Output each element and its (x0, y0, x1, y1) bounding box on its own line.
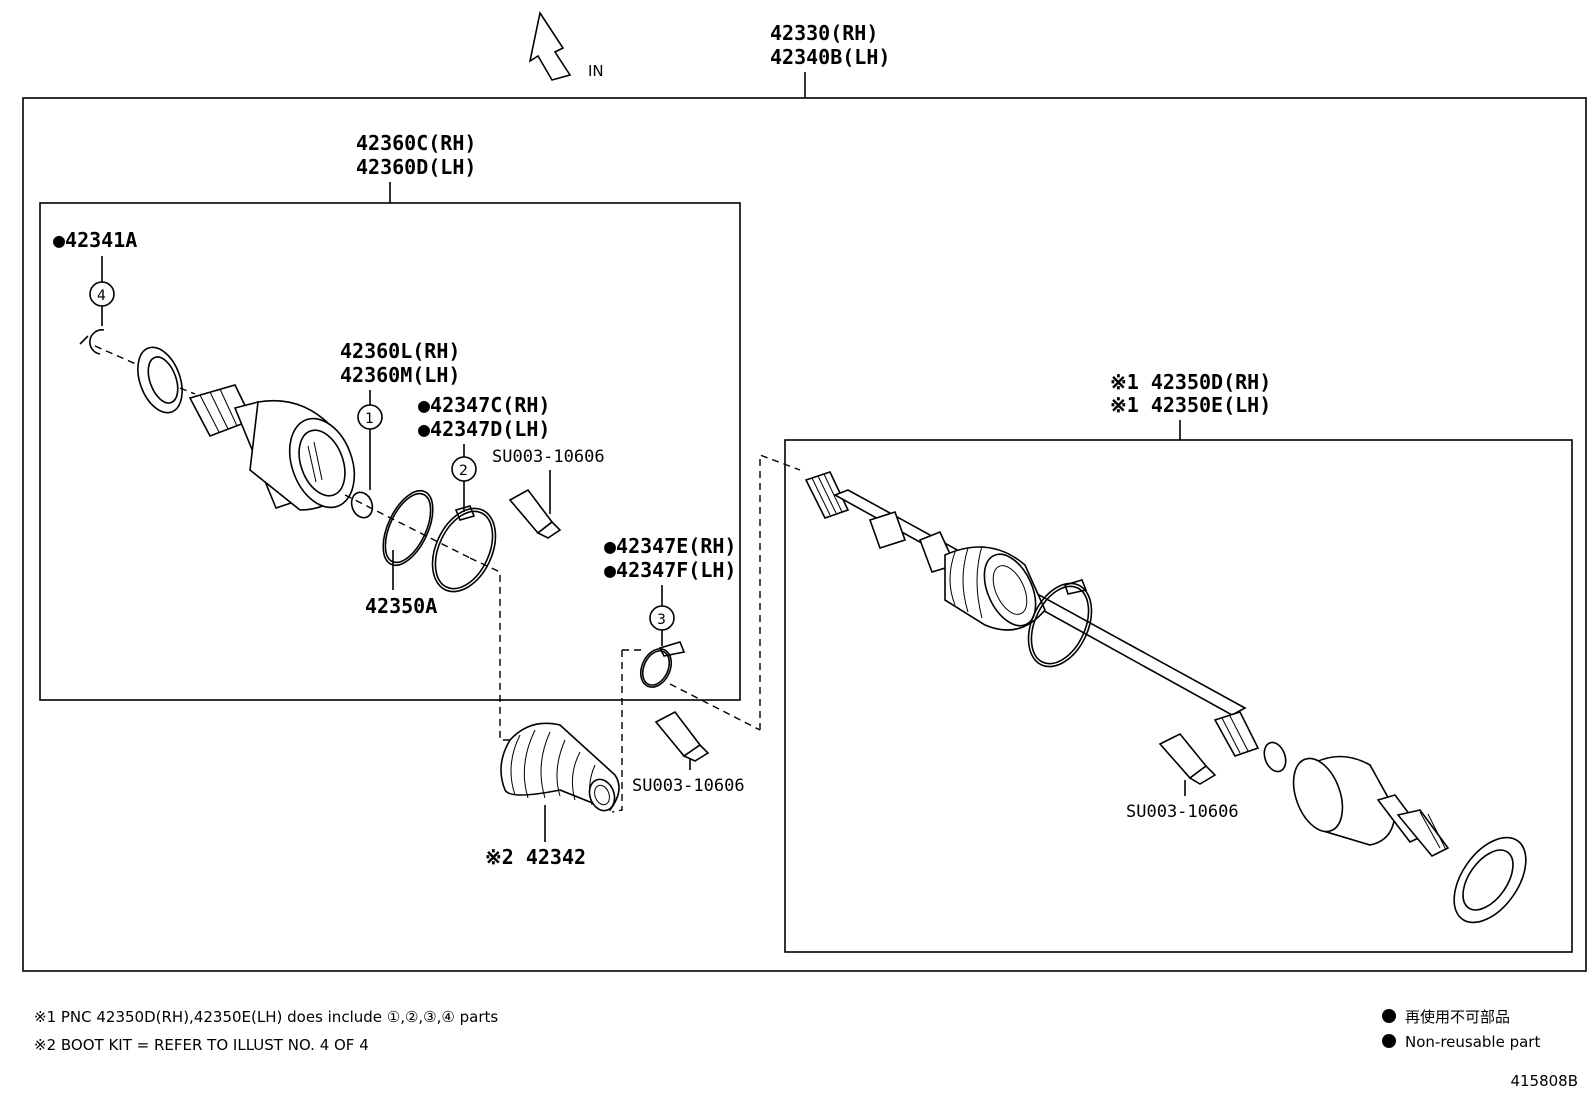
grease-3-label: SU003-10606 (1126, 802, 1239, 822)
outboard-shaft-label-rh: ※1 42350D(RH) (1110, 370, 1271, 394)
snap-ring-part (79, 329, 105, 355)
illustration-id: 415808B (1510, 1072, 1578, 1090)
inner-snap-ring-part (350, 491, 374, 519)
legend-jp: 再使用不可部品 (1405, 1008, 1510, 1026)
note-1: ※1 PNC 42350D(RH),42350E(LH) does includ… (34, 1008, 498, 1026)
inboard-joint-frame (39, 202, 741, 701)
snap-ring-label: ●42341A (53, 228, 137, 252)
outboard-seal-ring-part (1453, 836, 1527, 924)
inner-race-label-rh: 42360L(RH) (340, 339, 460, 363)
grease-2-label: SU003-10606 (632, 776, 745, 796)
grease-tube-3-icon (1158, 732, 1217, 785)
note-2: ※2 BOOT KIT = REFER TO ILLUST NO. 4 OF 4 (34, 1036, 369, 1054)
clamp-small-label-lh: ●42347F(LH) (604, 558, 736, 582)
inner-race-label-lh: 42360M(LH) (340, 363, 460, 387)
assembly-label-lh: 42340B(LH) (770, 45, 890, 69)
ref-number-3: 3 (657, 612, 666, 628)
clamp-large-label-lh: ●42347D(LH) (418, 417, 550, 441)
clamp-small-label-rh: ●42347E(RH) (604, 534, 736, 558)
seal-ring-part (137, 346, 183, 414)
inboard-joint-label-lh: 42360D(LH) (356, 155, 476, 179)
small-clamp-part (639, 641, 686, 688)
ref-number-2: 2 (459, 463, 468, 479)
ref-number-4: 4 (97, 288, 106, 304)
grease-tube-2-icon (654, 710, 710, 762)
boot-label: ※2 42342 (485, 845, 586, 869)
assembly-frame (22, 97, 1587, 972)
outboard-joint-part (1292, 755, 1450, 857)
assembly-label-rh: 42330(RH) (770, 21, 878, 45)
boot-part (500, 722, 620, 812)
non-reusable-bullet-icon (1382, 1009, 1396, 1023)
clamp-large-label-rh: ●42347C(RH) (418, 393, 550, 417)
grease-tube-1-icon (508, 488, 562, 539)
grease-1-label: SU003-10606 (492, 447, 605, 467)
outboard-shaft-label-lh: ※1 42350E(LH) (1110, 393, 1271, 417)
direction-label: IN (588, 62, 604, 80)
large-clamp-part (431, 505, 497, 593)
spacer-ring-label: 42350A (365, 594, 437, 618)
non-reusable-bullet-icon-2 (1382, 1034, 1396, 1048)
ref-number-1: 1 (365, 411, 374, 427)
outboard-shaft-part (804, 471, 1260, 757)
outboard-shaft-frame (784, 439, 1573, 953)
direction-arrow-icon (528, 10, 572, 81)
inboard-joint-housing (188, 384, 356, 511)
inboard-joint-label-rh: 42360C(RH) (356, 131, 476, 155)
legend-en: Non-reusable part (1405, 1033, 1540, 1051)
outboard-snap-ring-part (1263, 741, 1287, 773)
